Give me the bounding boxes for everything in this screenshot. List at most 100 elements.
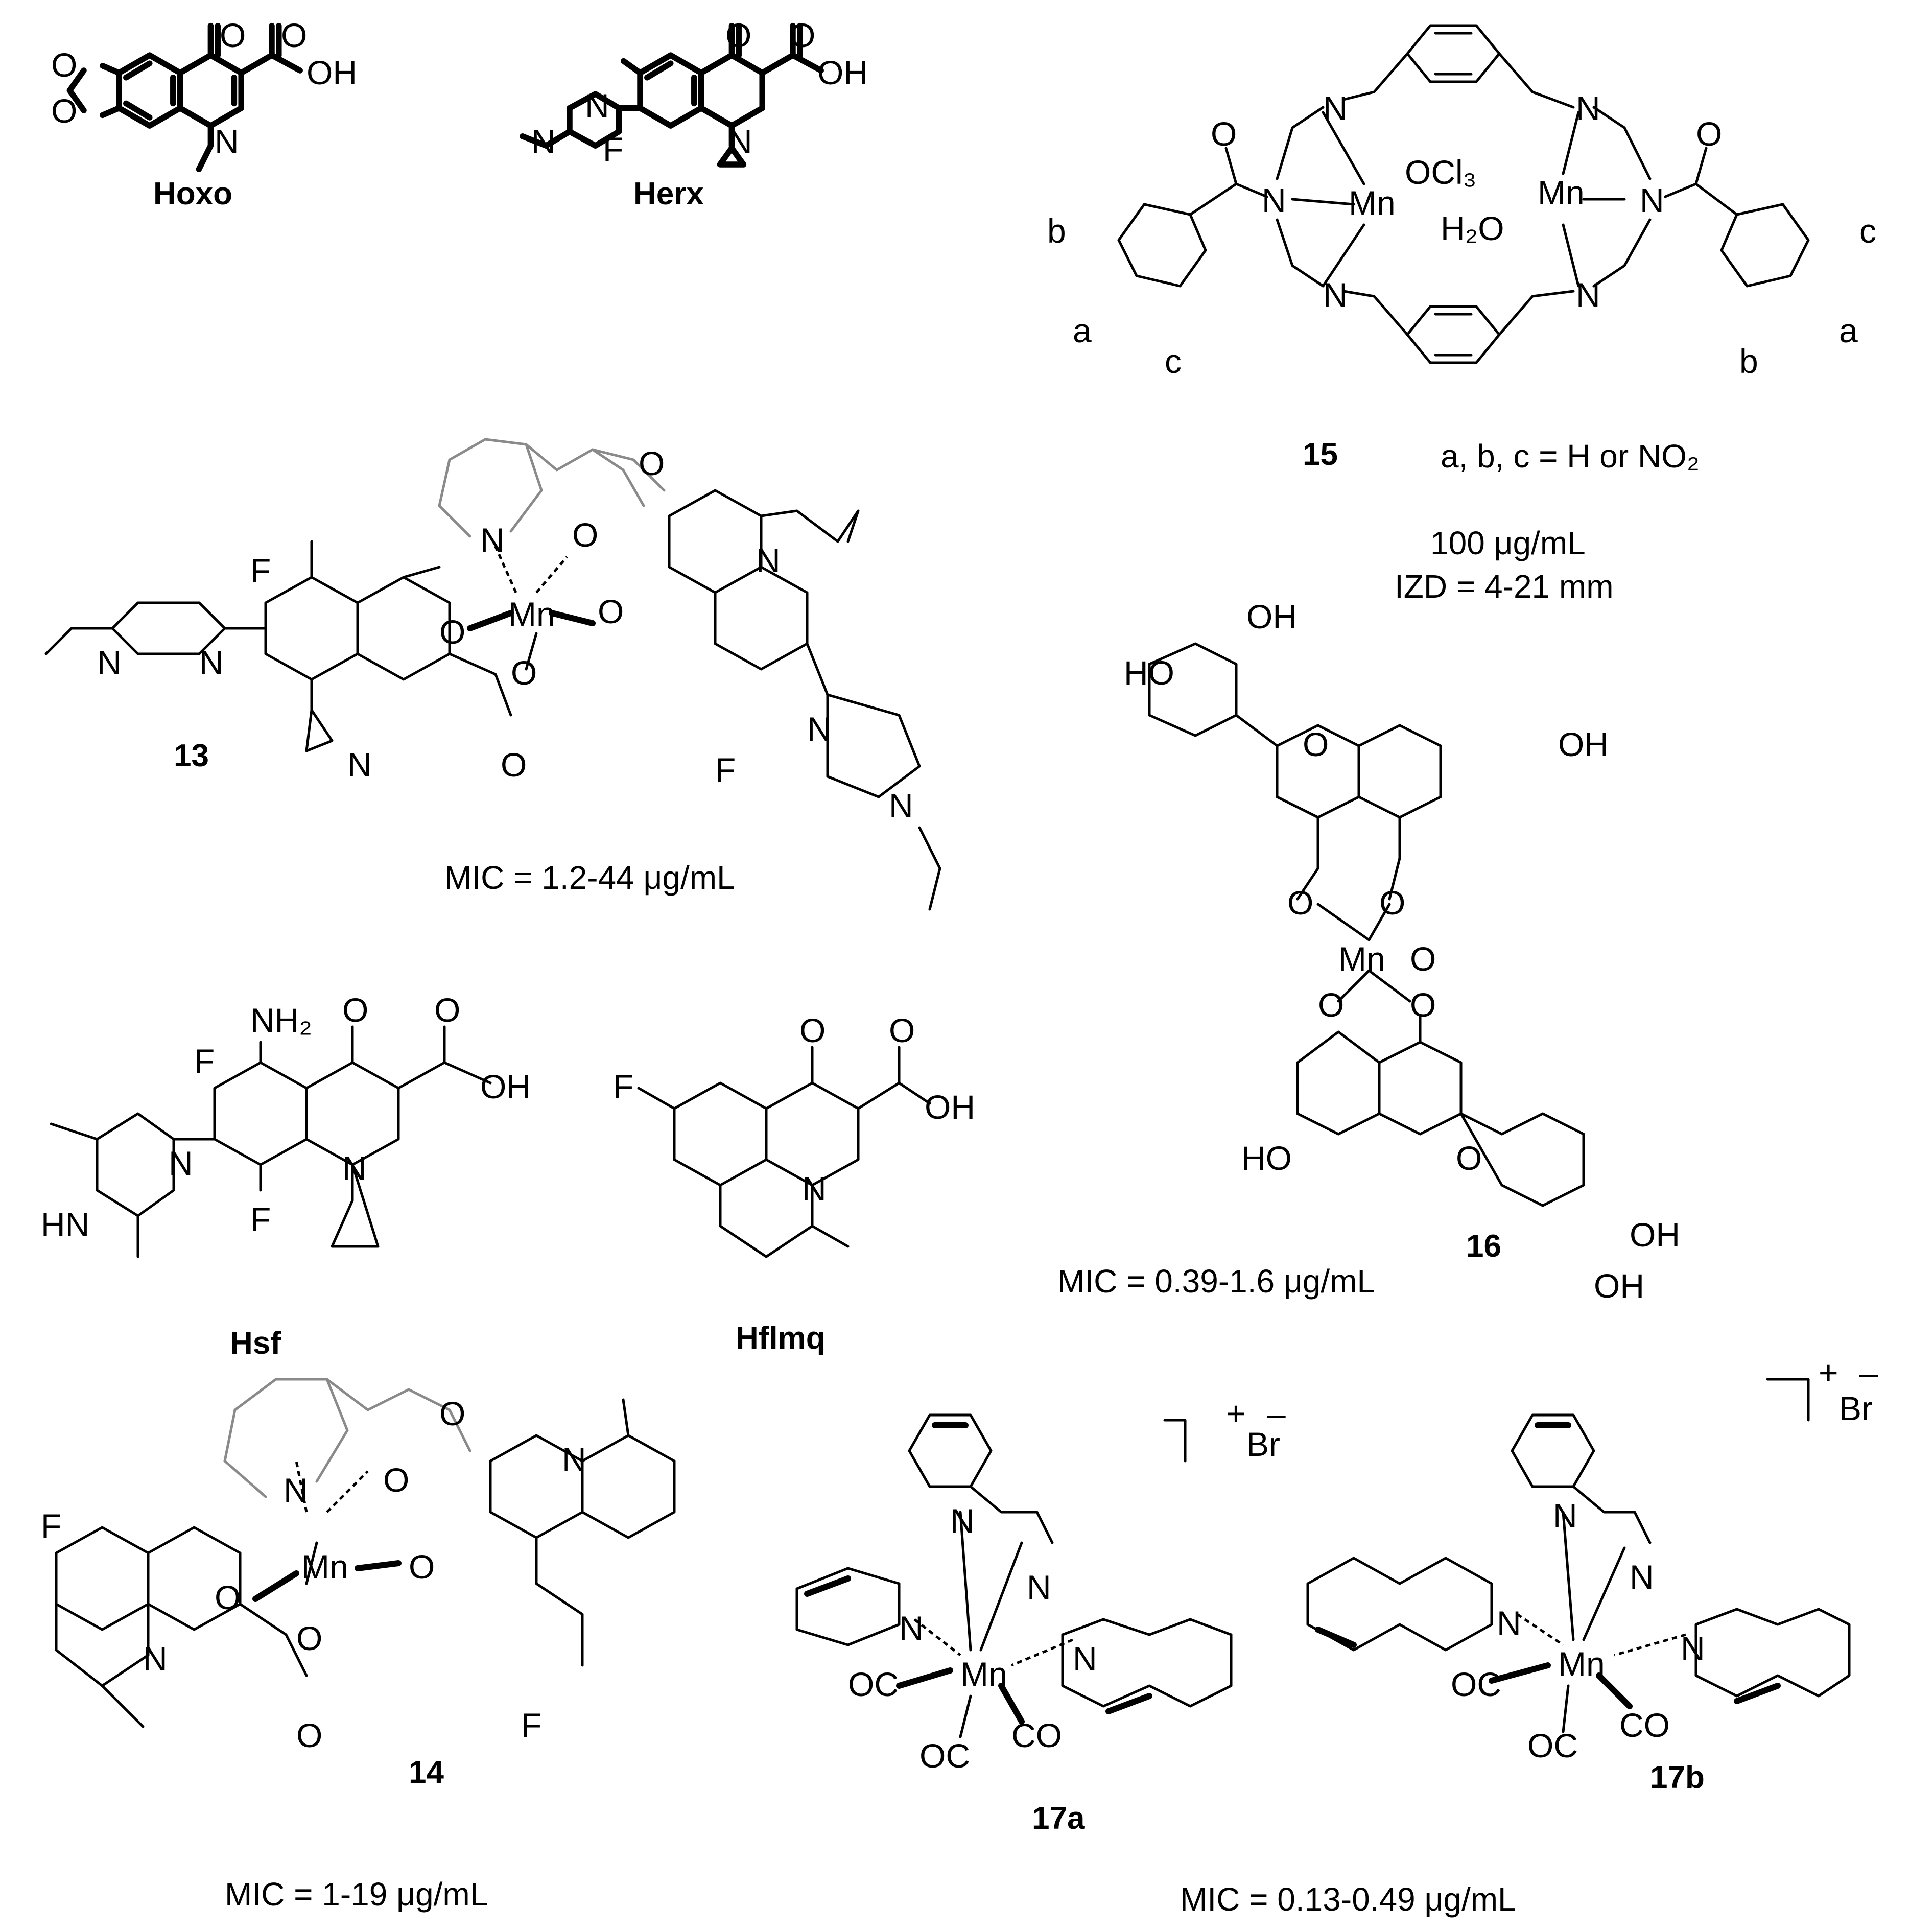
hsf-n-pip: N — [169, 1144, 193, 1182]
hflmq-oh: OH — [925, 1088, 975, 1126]
herx-oh: OH — [817, 54, 868, 91]
structure-herx — [520, 22, 824, 168]
c17a-n-2: N — [899, 1609, 924, 1647]
herx-n-piperazine-1: N — [585, 87, 609, 125]
hoxo-o-acid: O — [281, 16, 307, 54]
hoxo-o-dioxole-2: O — [51, 92, 77, 130]
c13-f-right: F — [715, 751, 736, 789]
hoxo-oh: OH — [306, 54, 357, 91]
c17b-n-1: N — [1553, 1497, 1577, 1535]
c13-n-quin-right: N — [756, 541, 781, 579]
herx-n-quinolone: N — [728, 123, 752, 160]
hoxo-o-dioxole-1: O — [51, 46, 77, 84]
c13-o-carboxy-left: O — [511, 654, 537, 692]
hsf-f-top: F — [194, 1042, 215, 1080]
c15-activity-izd: IZD = 4-21 mm — [1395, 568, 1614, 605]
c17b-oc-bottom: OC — [1527, 1727, 1578, 1764]
c14-mn: Mn — [301, 1548, 348, 1586]
structure-16 — [1148, 642, 1585, 1207]
structure-17a — [795, 1413, 1233, 1738]
structure-hoxo — [66, 22, 303, 172]
c13-n-pip-3: N — [807, 710, 832, 748]
c16-o-ring-top: O — [1303, 725, 1329, 763]
c13-label: 13 — [174, 738, 209, 773]
c17b-n-2: N — [1497, 1604, 1521, 1642]
c13-n-pip-2: N — [199, 644, 224, 681]
c16-ho-bottom: HO — [1241, 1139, 1292, 1177]
c14-o-ketone-left: O — [215, 1578, 241, 1616]
c14-o-carboxy-left: O — [296, 1619, 322, 1657]
c17b-mn: Mn — [1558, 1645, 1605, 1683]
c15-mn-right: Mn — [1538, 174, 1585, 211]
c14-f-left: F — [41, 1507, 61, 1545]
c14-n-phen: N — [284, 1471, 308, 1509]
c13-n-phen-1: N — [480, 521, 505, 559]
c14-n-left: N — [143, 1640, 168, 1678]
c17b-label: 17b — [1650, 1760, 1705, 1795]
c17a-co-right: CO — [1011, 1716, 1062, 1754]
c17b-co-right: CO — [1619, 1706, 1670, 1744]
hoxo-o-ketone: O — [220, 16, 246, 54]
hflmq-o-acid: O — [889, 1011, 915, 1049]
c13-mn: Mn — [508, 595, 555, 633]
hoxo-label: Hoxo — [153, 176, 232, 211]
structure-hflmq — [637, 1046, 931, 1258]
herx-n-piperazine-2: N — [531, 123, 556, 160]
c17a-label: 17a — [1032, 1801, 1085, 1836]
c15-n-left: N — [1262, 181, 1286, 219]
c15-n-top-right: N — [1576, 89, 1600, 127]
c15-sub-c-right: c — [1859, 212, 1876, 250]
c16-ho-left: HO — [1124, 654, 1174, 692]
c17a-oc-left: OC — [848, 1665, 899, 1703]
herx-o-acid: O — [789, 16, 815, 54]
c13-o-carbonyl-left: O — [501, 746, 527, 784]
hflmq-f: F — [613, 1068, 633, 1105]
c15-sub-c-left: c — [1165, 342, 1182, 380]
c13-o-top: O — [639, 444, 665, 482]
structure-14 — [55, 1378, 676, 1728]
c15-h2o: H₂O — [1441, 209, 1504, 247]
c16-o-2: O — [1379, 884, 1405, 922]
c15-label: 15 — [1303, 437, 1338, 472]
c15-sub-b-right: b — [1739, 342, 1758, 380]
c15-o-right: O — [1696, 115, 1722, 153]
c17a-mn: Mn — [960, 1655, 1007, 1693]
structure-13 — [44, 438, 941, 911]
structure-hsf — [50, 1025, 492, 1258]
structure-17b — [1306, 1378, 1851, 1733]
c15-sub-b-left: b — [1047, 212, 1066, 250]
c16-oh-top: OH — [1246, 598, 1297, 635]
c17b-minus: – — [1859, 1354, 1878, 1392]
hsf-label: Hsf — [230, 1326, 281, 1361]
hflmq-label: Hflmq — [736, 1321, 826, 1356]
c14-o-phen: O — [383, 1461, 409, 1499]
c15-substituents: a, b, c = H or NO₂ — [1441, 438, 1700, 475]
c16-oh-bottom-1: OH — [1630, 1216, 1680, 1254]
hflmq-o-ketone: O — [799, 1011, 826, 1049]
hsf-o-ketone: O — [342, 991, 368, 1029]
c15-n-bottom-left: N — [1323, 276, 1348, 314]
c14-f-right: F — [521, 1706, 541, 1744]
c16-o-oxo: O — [1410, 940, 1436, 978]
c17a-plus: + — [1226, 1395, 1246, 1432]
c16-o-4: O — [1410, 986, 1436, 1024]
c17b-br: Br — [1839, 1389, 1873, 1427]
c17a-n-1: N — [950, 1502, 975, 1540]
c14-n-right: N — [562, 1441, 586, 1478]
herx-o-ketone: O — [725, 16, 751, 54]
c16-oh-bottom-2: OH — [1594, 1267, 1644, 1305]
c13-o-phen: O — [572, 516, 598, 554]
c17a-n-4: N — [1073, 1640, 1097, 1678]
c17a-br: Br — [1246, 1425, 1280, 1463]
c13-n-pip-1: N — [97, 644, 122, 681]
c13-n-pip-4: N — [889, 787, 913, 824]
c15-n-right: N — [1640, 181, 1664, 219]
c17a-minus: – — [1267, 1395, 1286, 1432]
hoxo-n: N — [215, 123, 239, 160]
c17-mic: MIC = 0.13-0.49 μg/mL — [1180, 1881, 1516, 1918]
structure-15 — [1117, 24, 1810, 364]
c14-o-ketone-right: O — [409, 1548, 435, 1586]
c17b-n-4: N — [1681, 1630, 1705, 1667]
hsf-oh: OH — [480, 1068, 531, 1105]
